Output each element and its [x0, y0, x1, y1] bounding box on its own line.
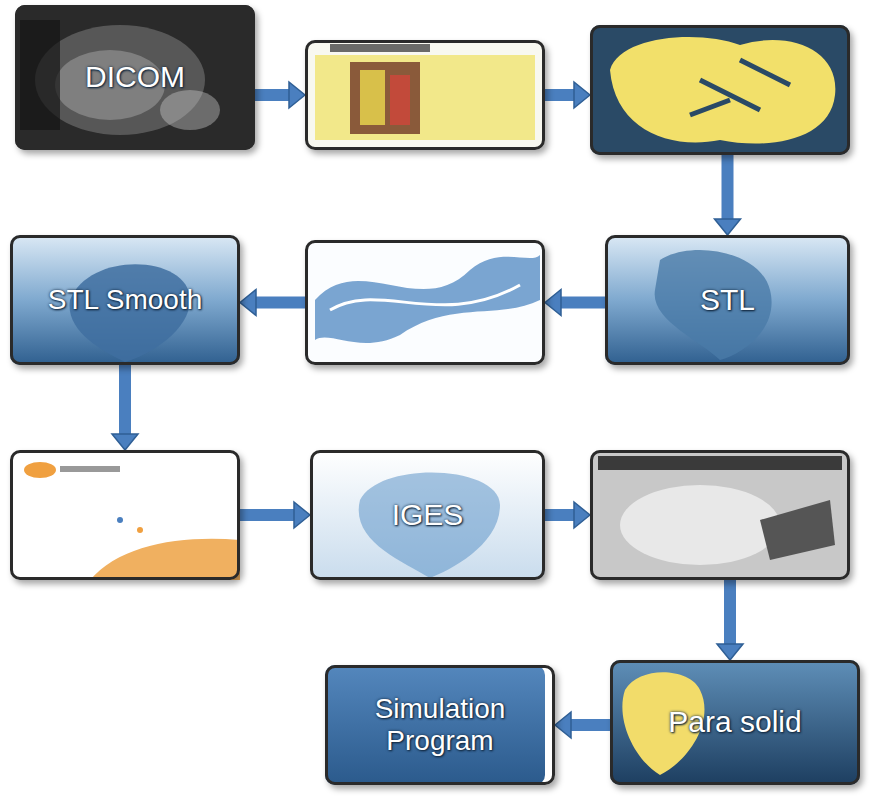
- process-box: STL Smooth: [10, 235, 240, 365]
- box-label: Simulation Program: [328, 691, 552, 759]
- flow-arrow: [715, 155, 741, 235]
- process-box: IGES: [310, 450, 545, 580]
- process-box: Simulation Program: [325, 665, 555, 785]
- flow-arrow: [555, 712, 610, 738]
- flow-arrow: [545, 82, 590, 108]
- process-box: [590, 25, 850, 155]
- box-label: STL Smooth: [42, 282, 209, 318]
- flow-arrow: [255, 82, 305, 108]
- process-box: [10, 450, 240, 580]
- box-label: STL: [694, 281, 761, 320]
- flow-arrow: [545, 502, 590, 528]
- process-box: STL: [605, 235, 850, 365]
- process-box: [590, 450, 850, 580]
- flow-arrow: [240, 502, 310, 528]
- flow-arrow: [545, 290, 605, 316]
- box-label: IGES: [386, 496, 470, 535]
- flow-arrow: [240, 290, 305, 316]
- process-box: DICOM: [15, 5, 255, 150]
- box-label: Para solid: [662, 703, 807, 742]
- process-box: Para solid: [610, 660, 860, 785]
- box-label: DICOM: [79, 58, 191, 97]
- flow-arrow: [112, 365, 138, 450]
- process-box: [305, 40, 545, 150]
- process-box: [305, 240, 545, 365]
- flow-arrow: [717, 580, 743, 660]
